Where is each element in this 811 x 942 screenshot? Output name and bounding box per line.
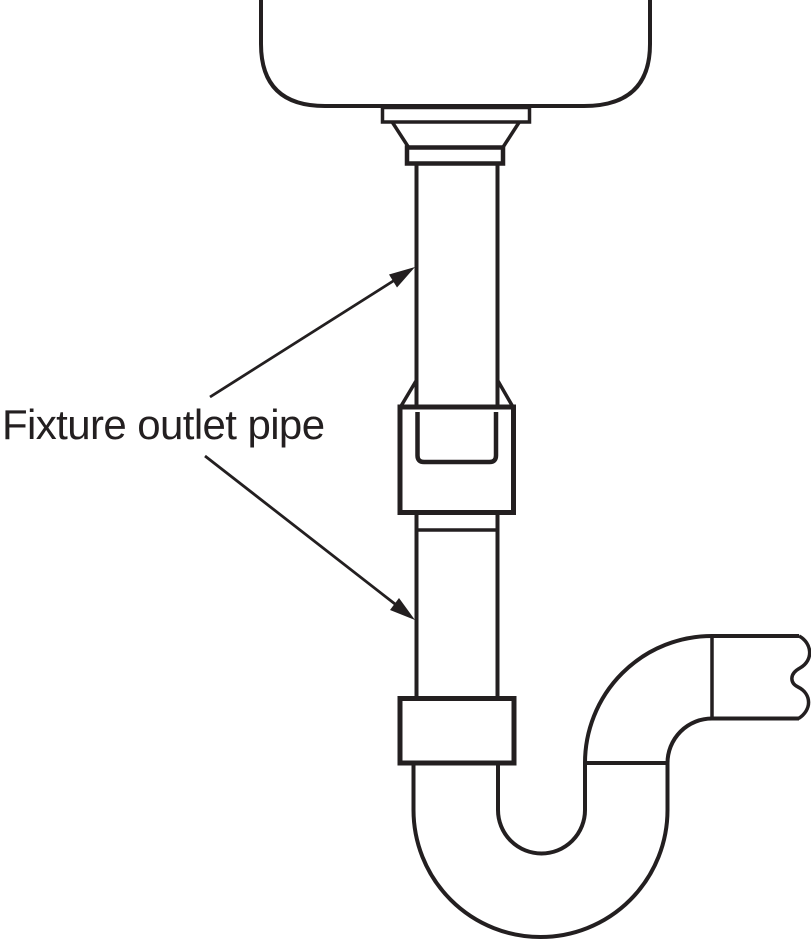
sink-basin-outline xyxy=(259,0,652,108)
trap-elbow-outer-curve xyxy=(583,634,713,764)
annotation: Fixture outlet pipe xyxy=(2,267,415,620)
drain-flange xyxy=(380,105,532,124)
drain-taper-right-line xyxy=(501,121,521,149)
arrowhead-lower-icon xyxy=(390,598,415,620)
drain-assembly xyxy=(380,105,532,166)
leader-line-upper xyxy=(209,279,395,399)
trap-u-bend-outer-curve xyxy=(411,763,670,939)
slip-joint-ring xyxy=(404,145,506,166)
sink-basin xyxy=(259,0,652,108)
coupling-chamfer-right-line xyxy=(496,380,515,408)
drain-taper-left-line xyxy=(391,121,411,149)
coupling-nut xyxy=(397,380,516,515)
trap-slip-nut xyxy=(397,696,517,766)
trap-u-bend-inner-curve xyxy=(496,763,587,856)
tailpiece-pipe xyxy=(414,163,500,407)
pipe-break-symbol xyxy=(790,634,811,720)
lower-outlet-pipe xyxy=(414,512,500,698)
arrowhead-upper-icon xyxy=(389,267,415,288)
coupling-chamfer-left-line xyxy=(398,380,418,408)
fixture-outlet-pipe-label: Fixture outlet pipe xyxy=(2,401,324,448)
pipe-end-inside-coupling xyxy=(415,412,499,465)
p-trap xyxy=(397,634,811,939)
leader-line-lower xyxy=(204,454,396,606)
trap-elbow-inner-curve xyxy=(665,716,713,764)
